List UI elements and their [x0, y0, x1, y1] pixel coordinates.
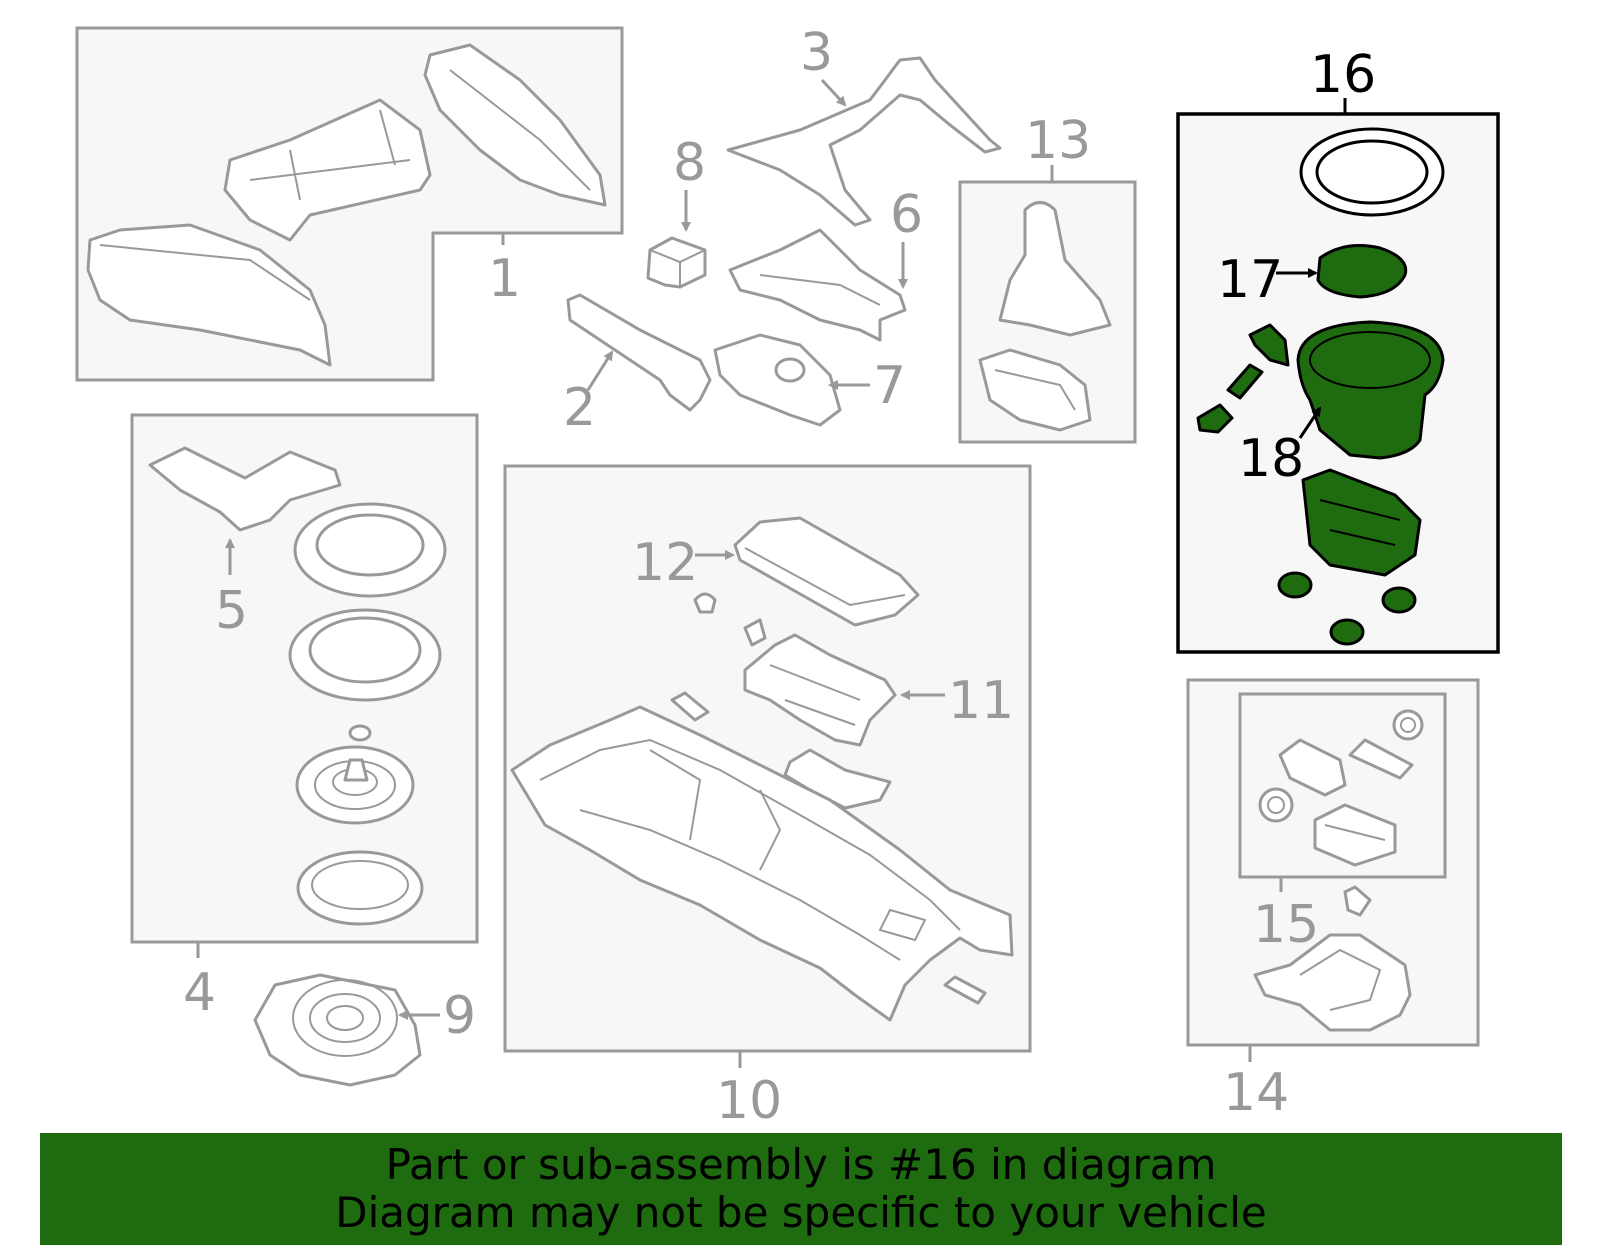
part-10-console: [510, 705, 1014, 1022]
banner-line-1: Part or sub-assembly is #16 in diagram: [385, 1140, 1217, 1189]
group-15-parts: [1258, 709, 1424, 867]
callout-1: 1: [488, 249, 521, 309]
part-9: [253, 973, 422, 1087]
group-13-parts: [978, 201, 1112, 432]
part-5: [148, 446, 342, 532]
group-1-parts: [86, 43, 607, 367]
callout-6: 6: [890, 185, 923, 245]
part-7: [713, 333, 842, 427]
part-2: [566, 293, 712, 412]
parts-diagram: 1 3 8 6 2 7 13 16: [75, 23, 1500, 1130]
callout-10: 10: [716, 1071, 782, 1130]
callout-11: 11: [948, 671, 1014, 731]
callout-14: 14: [1223, 1063, 1289, 1123]
callout-13: 13: [1025, 111, 1091, 171]
part-8: [646, 236, 707, 289]
callout-9: 9: [443, 986, 476, 1046]
callout-4: 4: [183, 963, 216, 1023]
group-10-small-parts: [670, 592, 987, 1005]
callout-17: 17: [1217, 250, 1283, 310]
part-16-ring: [1299, 127, 1445, 217]
part-12: [733, 516, 920, 627]
callout-5: 5: [215, 581, 248, 641]
callout-15: 15: [1253, 895, 1319, 955]
part-18-cupholder: [1196, 320, 1445, 646]
callout-3: 3: [800, 23, 833, 83]
info-banner: Part or sub-assembly is #16 in diagram D…: [40, 1133, 1562, 1245]
group-4-parts: [288, 502, 447, 926]
part-6: [728, 228, 907, 342]
callout-8: 8: [673, 133, 706, 193]
part-11: [743, 633, 897, 747]
callout-18: 18: [1238, 429, 1304, 489]
banner-line-2: Diagram may not be specific to your vehi…: [335, 1188, 1267, 1237]
part-17-lid: [1316, 244, 1408, 299]
callout-7: 7: [873, 356, 906, 416]
part-3: [726, 56, 1002, 227]
callout-12: 12: [632, 533, 698, 593]
group-14-parts: [1253, 885, 1412, 1032]
callout-16: 16: [1310, 45, 1376, 105]
